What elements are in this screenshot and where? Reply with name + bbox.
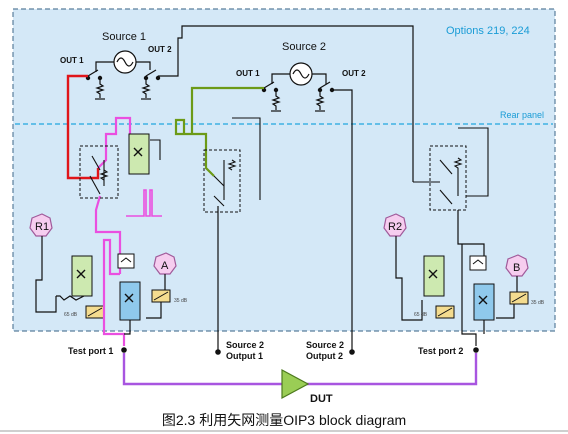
port1-test-coupler-symbol [124, 293, 134, 303]
source1-wire-left [95, 61, 114, 72]
port2-internal-wire [457, 210, 485, 346]
receiver-r2-marker: R2 [383, 213, 407, 237]
source2-output2-wire [332, 89, 353, 352]
dut-label: DUT [310, 393, 333, 405]
port1-ref-coupler [71, 255, 93, 297]
source1-out1-label: OUT 1 [60, 56, 84, 65]
source2-output2-label-2: Output 2 [306, 351, 343, 361]
magenta-signal-path [94, 116, 132, 274]
source2-output2-terminal [349, 349, 355, 355]
source1-label: Source 1 [102, 31, 146, 43]
source2-rear-switch-detail [213, 117, 261, 207]
source2-wire-left [271, 73, 290, 84]
source2-wire-right [312, 73, 327, 84]
port1-transfer-switch-detail [89, 155, 109, 195]
source1-switch-1 [85, 69, 105, 100]
source2-oscillator [289, 62, 313, 86]
svg-text:B: B [513, 262, 520, 274]
source2-output1-label-1: Source 2 [226, 340, 264, 350]
source2-label: Source 2 [282, 41, 326, 53]
port1-test-coupler [119, 281, 141, 321]
port2-ref-coupler-symbol [428, 269, 438, 279]
source2-out2-label: OUT 2 [342, 69, 366, 78]
port1-atten-label: 65 dB [64, 312, 78, 318]
port2-attenuator-b-symbol [511, 293, 527, 303]
port2-atten-label-2: 35 dB [531, 300, 545, 306]
svg-text:A: A [161, 260, 169, 272]
port1-attenuator-a-symbol [153, 291, 169, 301]
port2-atten-label: 65 dB [414, 312, 428, 318]
source2-output2-label-1: Source 2 [306, 340, 344, 350]
port1-coupler-symbol [133, 147, 143, 157]
port1-coupler-wire [150, 139, 161, 160]
port2-test-coupler [473, 283, 495, 321]
svg-text:R2: R2 [388, 221, 402, 233]
source2-output1-label-2: Output 1 [226, 351, 263, 361]
test-port-1-terminal [121, 347, 127, 353]
source1-to-port2-wire [158, 25, 414, 182]
analyzer-panel [12, 8, 556, 332]
b-wire [496, 276, 518, 319]
options-label: Options 219, 224 [446, 25, 530, 37]
port2-attenuator-ref-symbol [437, 307, 453, 317]
source1-wire-right [136, 61, 151, 70]
port2-transfer-switch [429, 145, 467, 211]
source2-output1-terminal [215, 349, 221, 355]
receiver-r1-marker: R1 [29, 213, 53, 237]
dut-output-path [306, 353, 478, 386]
dut-amplifier [281, 368, 310, 400]
source2-out1-label: OUT 1 [236, 69, 260, 78]
port1-attenuator-ref-symbol [87, 307, 103, 317]
port1-atten-label-2: 35 dB [174, 298, 188, 304]
test-port-1-label: Test port 1 [68, 346, 113, 356]
source1-oscillator [113, 50, 137, 74]
port2-bias-box [469, 255, 487, 271]
red-signal-path [66, 74, 100, 180]
magenta-pulse-marker [126, 189, 162, 217]
port1-coupler-green [128, 133, 150, 175]
green-signal-path [174, 86, 264, 177]
port1-bias-symbol [120, 257, 132, 263]
test-port-2-terminal [473, 347, 479, 353]
a-wire [146, 274, 166, 319]
r1-wire [35, 236, 57, 313]
source2-switch-2 [315, 81, 335, 112]
port1-output-wire [124, 320, 131, 335]
test-port-2-label: Test port 2 [418, 346, 463, 356]
port1-bridge-wire [56, 295, 85, 301]
port2-bias-symbol [472, 259, 484, 265]
r2-wire [395, 236, 423, 321]
port2-test-coupler-symbol [478, 295, 488, 305]
port2-ref-coupler [423, 255, 445, 297]
dut-input-path [122, 353, 282, 386]
receiver-a-marker: A [153, 252, 177, 275]
receiver-b-marker: B [505, 254, 529, 277]
bottom-border [0, 430, 568, 432]
source1-out2-label: OUT 2 [148, 45, 172, 54]
port1-ref-coupler-symbol [76, 269, 86, 279]
port2-transfer-switch-detail [413, 127, 489, 205]
source2-rear-switch [203, 149, 241, 213]
port1-bias-box [117, 253, 135, 269]
rear-panel-label: Rear panel [500, 110, 544, 120]
svg-text:R1: R1 [35, 221, 49, 233]
figure-caption: 图2.3 利用矢网测量OIP3 block diagram [161, 412, 407, 428]
